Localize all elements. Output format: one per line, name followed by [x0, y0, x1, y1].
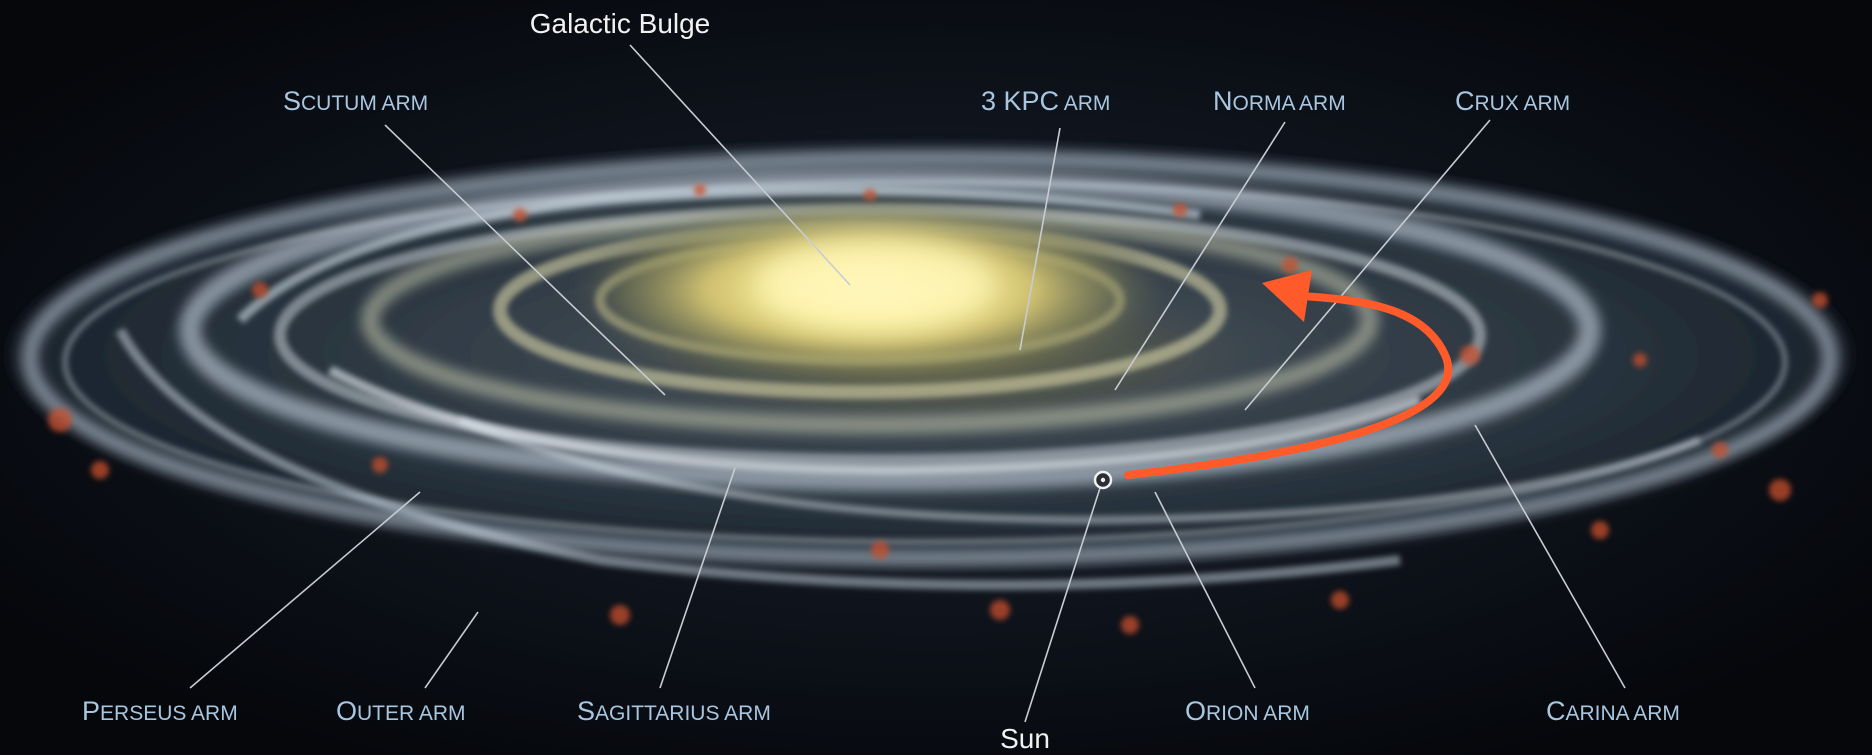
crux-arm-label-rest: RUX ARM — [1475, 92, 1571, 115]
orion-arm-label: ORION ARM — [1185, 696, 1310, 726]
sagittarius-arm-leader — [659, 467, 736, 689]
norma-arm-label-rest: ORMA ARM — [1233, 92, 1346, 115]
orion-arm-label-initial: O — [1185, 696, 1206, 726]
outer-arm-label: OUTER ARM — [336, 696, 466, 726]
scutum-arm-label-initial: S — [283, 86, 301, 116]
sun-leader — [1024, 487, 1101, 723]
3kpc-arm-leader — [1019, 127, 1061, 351]
crux-arm-label-initial: C — [1455, 86, 1475, 116]
sagittarius-arm-label-initial: S — [577, 696, 595, 726]
scutum-arm-label: SCUTUM ARM — [283, 86, 428, 116]
perseus-arm-label: PERSEUS ARM — [82, 696, 238, 726]
carina-arm-label-rest: ARINA ARM — [1566, 702, 1680, 725]
sagittarius-arm-label: SAGITTARIUS ARM — [577, 696, 771, 726]
outer-arm-label-initial: O — [336, 696, 357, 726]
3kpc-arm-label-main: 3 KPC — [981, 86, 1059, 116]
labels: Galactic Bulge SCUTUM ARM 3 KPC ARM NORM… — [82, 8, 1680, 754]
3kpc-arm-label: 3 KPC ARM — [981, 86, 1110, 116]
norma-arm-leader — [1114, 121, 1286, 391]
sagittarius-arm-label-rest: AGITTARIUS ARM — [595, 702, 771, 725]
scutum-arm-leader — [384, 124, 666, 396]
orion-arm-leader — [1154, 491, 1256, 689]
sun-position-icon — [1093, 470, 1113, 490]
leader-lines — [189, 44, 1626, 723]
crux-arm-label: CRUX ARM — [1455, 86, 1570, 116]
orbit-direction-arrow-icon — [1124, 270, 1453, 479]
outer-arm-leader — [424, 611, 479, 689]
carina-arm-label-initial: C — [1546, 696, 1566, 726]
sun-label: Sun — [1000, 723, 1050, 754]
3kpc-arm-label-rest: ARM — [1059, 92, 1110, 115]
galactic-bulge-label: Galactic Bulge — [530, 8, 711, 39]
galactic-bulge-leader — [629, 44, 851, 286]
carina-arm-leader — [1474, 424, 1626, 689]
perseus-arm-label-initial: P — [82, 696, 100, 726]
outer-arm-label-rest: UTER ARM — [357, 702, 466, 725]
norma-arm-label-initial: N — [1213, 86, 1233, 116]
perseus-arm-label-rest: ERSEUS ARM — [100, 702, 238, 725]
carina-arm-label: CARINA ARM — [1546, 696, 1680, 726]
perseus-arm-leader — [189, 491, 421, 689]
norma-arm-label: NORMA ARM — [1213, 86, 1346, 116]
scutum-arm-label-rest: CUTUM ARM — [301, 92, 428, 115]
hii-regions — [48, 184, 1828, 634]
orion-arm-label-rest: RION ARM — [1206, 702, 1310, 725]
crux-arm-leader — [1244, 119, 1491, 411]
galaxy-disk — [10, 145, 1850, 590]
